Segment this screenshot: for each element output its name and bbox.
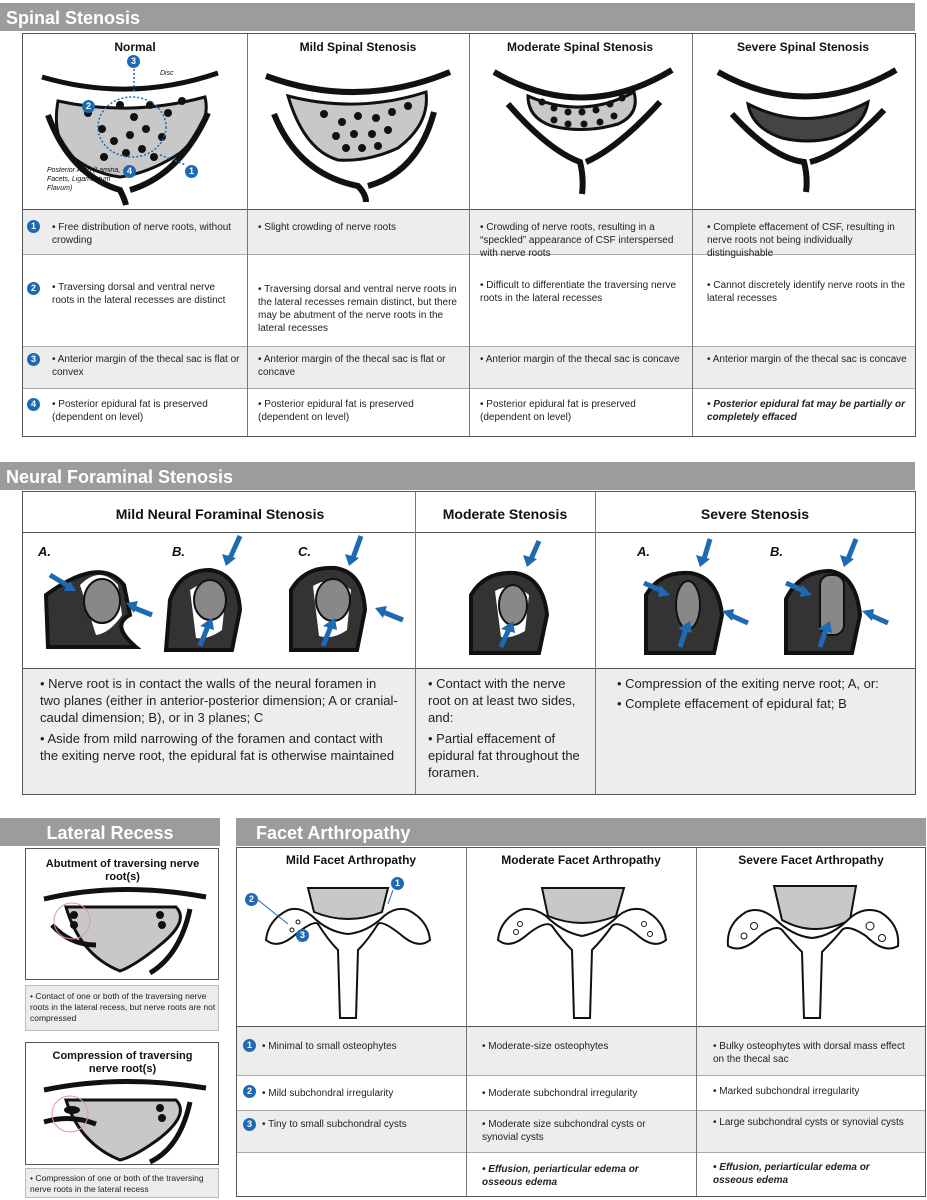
foramen-mild-b-diagram <box>163 534 243 652</box>
foramen-severe-a-diagram <box>642 538 750 655</box>
foramen-severe-b-diagram <box>784 538 890 655</box>
foraminal-mild-bullet: • Aside from mild narrowing of the foram… <box>40 731 395 763</box>
facet-cell: • Bulky osteophytes with dorsal mass eff… <box>713 1041 905 1065</box>
lateral-abutment-textbox <box>25 985 219 1031</box>
spinal-diagram-label-2: 2 <box>82 100 95 113</box>
spinal-col-mild: Mild Spinal Stenosis <box>299 40 417 54</box>
spinal-row-number-3: 3 <box>27 353 40 366</box>
foramen-mild-a-diagram <box>43 570 153 649</box>
lateral-abutment-text: • Contact of one or both of the traversi… <box>30 991 216 1023</box>
spinal-diagram-label-1: 1 <box>185 165 198 178</box>
foraminal-moderate-bullet: • Partial effacement of epidural fat thr… <box>428 731 580 780</box>
letter-a-severe: A. <box>637 544 650 559</box>
spinal-moderate-diagram <box>492 67 674 195</box>
foraminal-severe-bullet: • Complete effacement of epidural fat; B <box>617 696 847 711</box>
spinal-cell: • Crowding of nerve roots, resulting in … <box>480 222 674 259</box>
spinal-row-number-4: 4 <box>27 398 40 411</box>
spinal-cell: • Anterior margin of the thecal sac is c… <box>707 354 907 365</box>
spinal-cell: • Anterior margin of the thecal sac is f… <box>258 354 446 378</box>
foraminal-col-moderate: Moderate Stenosis <box>442 506 568 522</box>
spinal-cell: • Slight crowding of nerve roots <box>258 222 397 233</box>
lateral-compression-textbox <box>25 1168 219 1198</box>
spinal-table <box>22 33 916 437</box>
facet-col-moderate: Moderate Facet Arthropathy <box>501 853 661 867</box>
spinal-cell: • Cannot discretely identify nerve roots… <box>707 280 906 304</box>
letter-b-mild: B. <box>172 544 185 559</box>
facet-cell: • Effusion, periarticular edema or osseo… <box>482 1164 639 1188</box>
facet-section-title: Facet Arthropathy <box>236 818 926 846</box>
spinal-cell: • Free distribution of nerve roots, with… <box>52 222 232 246</box>
facet-cell: • Moderate-size osteophytes <box>482 1041 609 1052</box>
facet-diagram-label-1: 1 <box>391 877 404 890</box>
foraminal-col-severe: Severe Stenosis <box>700 506 810 522</box>
spinal-col-normal: Normal <box>114 40 156 54</box>
facet-row-number-3: 3 <box>243 1118 256 1131</box>
facet-moderate-diagram <box>496 887 668 1019</box>
facet-diagram-label-3: 3 <box>296 929 309 942</box>
facet-row-number-2: 2 <box>243 1085 256 1098</box>
posterior-arch-label: Posterior Arch (Lamina, Facets, Ligament… <box>47 167 121 192</box>
spinal-col-moderate: Moderate Spinal Stenosis <box>506 40 654 54</box>
foraminal-moderate-bullet: • Contact with the nerve root on at leas… <box>428 676 576 725</box>
spinal-cell: • Anterior margin of the thecal sac is f… <box>52 354 240 378</box>
spinal-normal-diagram <box>41 69 219 206</box>
foramen-moderate-diagram <box>469 539 550 655</box>
foraminal-mild-bullet: • Nerve root is in contact the walls of … <box>40 676 398 725</box>
spinal-cell: • Anterior margin of the thecal sac is c… <box>480 354 680 365</box>
facet-mild-diagram <box>257 887 432 1019</box>
facet-cell: • Tiny to small subchondral cysts <box>262 1119 407 1130</box>
spinal-diagram-label-4: 4 <box>123 165 136 178</box>
disc-label: Disc <box>160 70 174 77</box>
spinal-cell: • Posterior epidural fat is preserved (d… <box>480 399 636 423</box>
lateral-compression-text: • Compression of one or both of the trav… <box>30 1173 204 1194</box>
lateral-abutment-diagram <box>43 886 207 976</box>
foraminal-col-mild: Mild Neural Foraminal Stenosis <box>115 506 325 522</box>
spinal-row-number-2: 2 <box>27 282 40 295</box>
spinal-cell: • Complete effacement of CSF, resulting … <box>707 222 895 259</box>
facet-col-severe: Severe Facet Arthropathy <box>738 853 884 867</box>
spinal-section-title: Spinal Stenosis <box>0 3 915 31</box>
facet-cell: • Large subchondral cysts or synovial cy… <box>713 1117 904 1128</box>
letter-a-mild: A. <box>38 544 51 559</box>
lateral-abutment-title: Abutment of traversing nerve root(s) <box>45 858 200 883</box>
foraminal-severe-bullet: • Compression of the exiting nerve root;… <box>617 676 879 691</box>
spinal-cell: • Posterior epidural fat is preserved (d… <box>258 399 414 423</box>
foraminal-section-title: Neural Foraminal Stenosis <box>0 462 915 490</box>
spinal-cell: • Posterior epidural fat is preserved (d… <box>52 399 208 423</box>
facet-cell: • Moderate subchondral irregularity <box>482 1088 638 1099</box>
spinal-row-number-1: 1 <box>27 220 40 233</box>
lateral-compression-title: Compression of traversing nerve root(s) <box>52 1050 193 1075</box>
facet-row-number-1: 1 <box>243 1039 256 1052</box>
spinal-cell: • Posterior epidural fat may be partiall… <box>707 399 906 423</box>
spinal-severe-diagram <box>716 67 898 193</box>
lateral-section-title: Lateral Recess <box>0 818 220 846</box>
facet-cell: • Minimal to small osteophytes <box>262 1041 397 1052</box>
spinal-diagram-label-3: 3 <box>127 55 140 68</box>
spinal-cell: • Difficult to differentiate the travers… <box>480 280 677 304</box>
facet-cell: • Mild subchondral irregularity <box>262 1088 394 1099</box>
spinal-mild-diagram <box>264 69 452 203</box>
foramen-mild-c-diagram <box>289 535 404 652</box>
spinal-cell: • Traversing dorsal and ventral nerve ro… <box>258 284 457 334</box>
letter-b-severe: B. <box>770 544 783 559</box>
facet-cell: • Effusion, periarticular edema or osseo… <box>713 1162 870 1186</box>
facet-diagram-label-2: 2 <box>245 893 258 906</box>
facet-cell: • Marked subchondral irregularity <box>713 1086 860 1097</box>
letter-c-mild: C. <box>298 544 311 559</box>
facet-cell: • Moderate size subchondral cysts or syn… <box>482 1119 646 1143</box>
lateral-compression-diagram <box>43 1078 207 1165</box>
spinal-cell: • Traversing dorsal and ventral nerve ro… <box>52 282 226 306</box>
spinal-col-severe: Severe Spinal Stenosis <box>736 40 870 54</box>
facet-col-mild: Mild Facet Arthropathy <box>285 853 417 867</box>
facet-severe-diagram <box>726 885 900 1019</box>
